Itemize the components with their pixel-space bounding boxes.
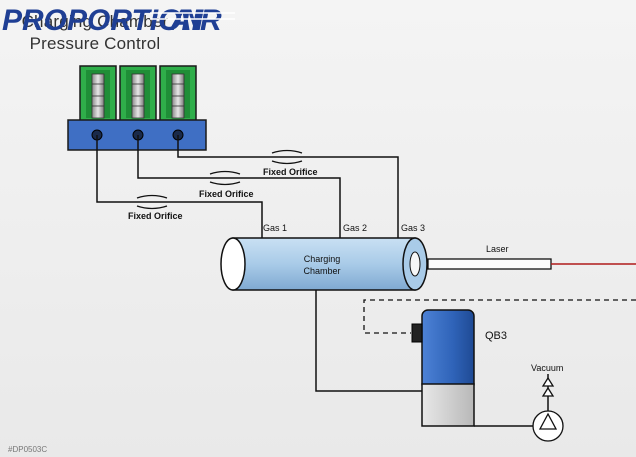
fixed-orifice-1 xyxy=(136,194,168,210)
gas-2-label: Gas 2 xyxy=(343,223,367,233)
fixed-orifice-2 xyxy=(209,170,241,186)
valve-assembly xyxy=(67,65,207,151)
laser-label: Laser xyxy=(486,244,509,254)
fixed-orifice-3 xyxy=(271,149,303,165)
orifice-symbols xyxy=(136,149,303,210)
qb3-connector xyxy=(411,323,423,343)
proportion-air-logo: PROPORTION AIR xyxy=(2,4,235,37)
fixed-orifice-3-label: Fixed Orifice xyxy=(263,167,318,177)
valve-2 xyxy=(119,65,157,125)
vacuum-label: Vacuum xyxy=(531,363,563,373)
fixed-orifice-2-label: Fixed Orifice xyxy=(199,189,254,199)
fixed-orifice-1-label: Fixed Orifice xyxy=(128,211,183,221)
chamber-to-qb3-line xyxy=(315,290,422,392)
diagram-title-line-2: Pressure Control xyxy=(29,34,161,53)
gas-line-3 xyxy=(177,135,399,238)
gas-lines xyxy=(96,135,399,238)
drawing-id: #DP0503C xyxy=(8,445,47,454)
gas-3-label: Gas 3 xyxy=(401,223,425,233)
vacuum-pump-symbol xyxy=(532,376,564,442)
feedback-line-dashed xyxy=(363,299,636,334)
laser-tube xyxy=(427,258,552,270)
gas-1-label: Gas 1 xyxy=(263,223,287,233)
gas-line-2 xyxy=(137,135,341,238)
logo-text-main: PROPORTION xyxy=(2,4,204,37)
charging-chamber xyxy=(220,237,428,291)
chamber-label-line-1: Charging xyxy=(304,254,341,264)
qb3-label: QB3 xyxy=(485,330,507,342)
chamber-label-line-2: Chamber xyxy=(303,266,340,276)
valve-3 xyxy=(159,65,197,125)
qb3-regulator xyxy=(411,309,475,427)
logo-text-accent: AIR xyxy=(169,4,222,37)
gas-line-1 xyxy=(96,135,263,238)
valve-1 xyxy=(79,65,117,125)
diagram-title-line-1: Charging Chamber xyxy=(21,12,169,31)
